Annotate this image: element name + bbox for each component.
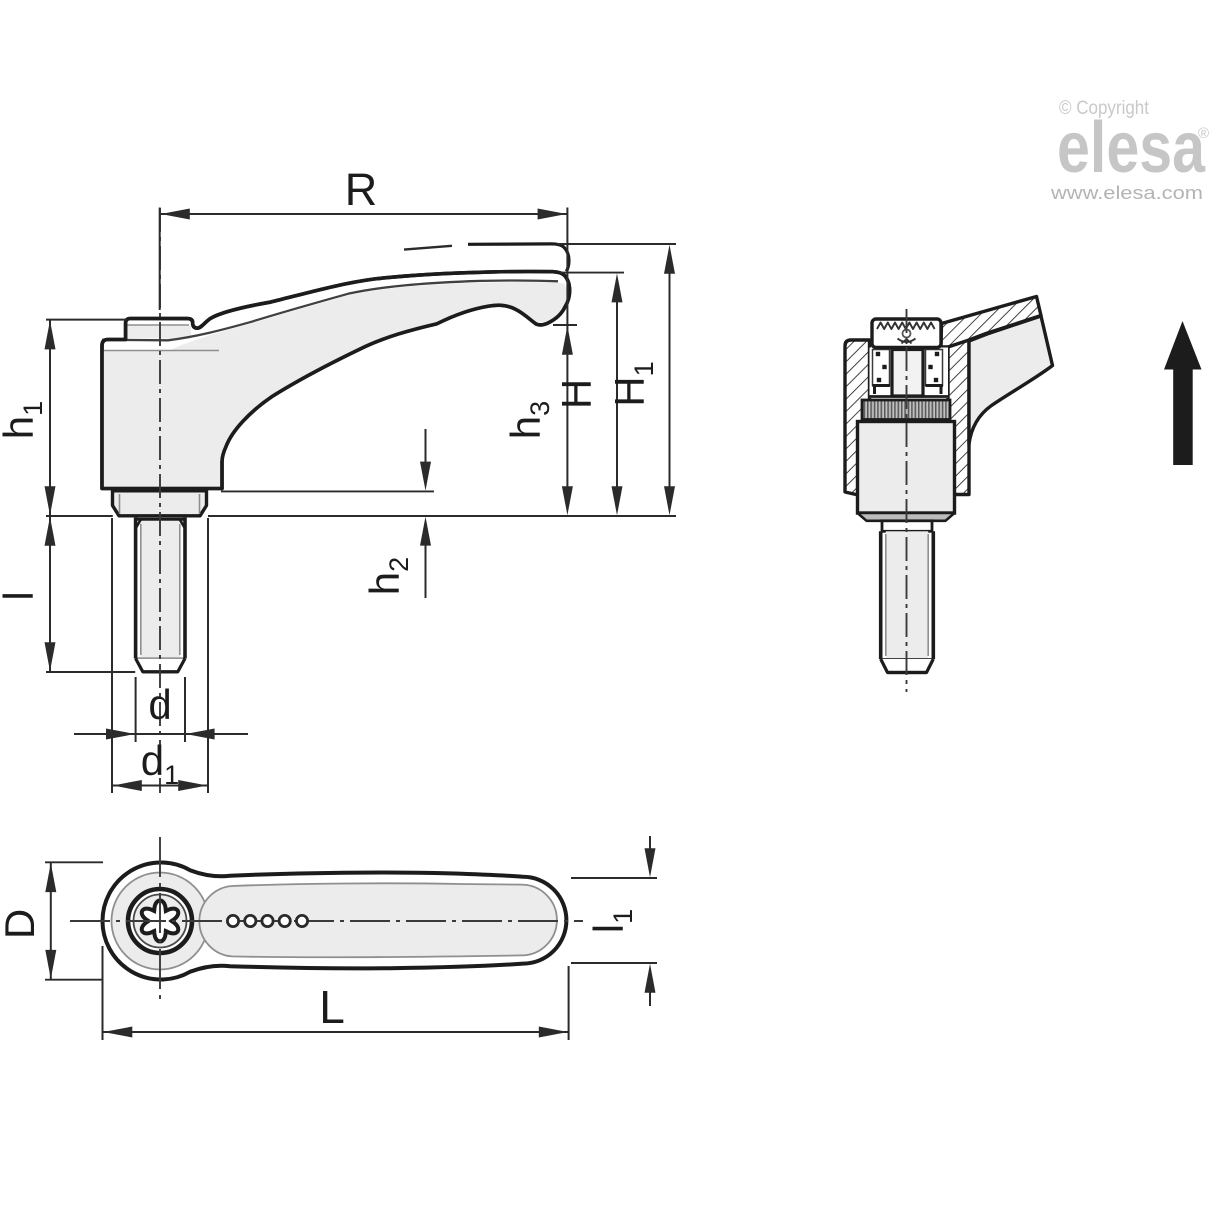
svg-text:H: H: [553, 379, 600, 409]
svg-text:www.elesa.com: www.elesa.com: [1050, 183, 1203, 203]
svg-text:D: D: [0, 909, 43, 939]
svg-text:®: ®: [1198, 125, 1209, 142]
svg-text:R: R: [345, 164, 378, 215]
svg-text:H1: H1: [606, 361, 659, 406]
svg-text:elesa: elesa: [1057, 108, 1206, 188]
svg-text:d: d: [148, 681, 171, 728]
svg-text:l: l: [0, 591, 42, 600]
svg-text:© Copyright: © Copyright: [1059, 98, 1150, 119]
svg-text:L: L: [319, 981, 345, 1033]
